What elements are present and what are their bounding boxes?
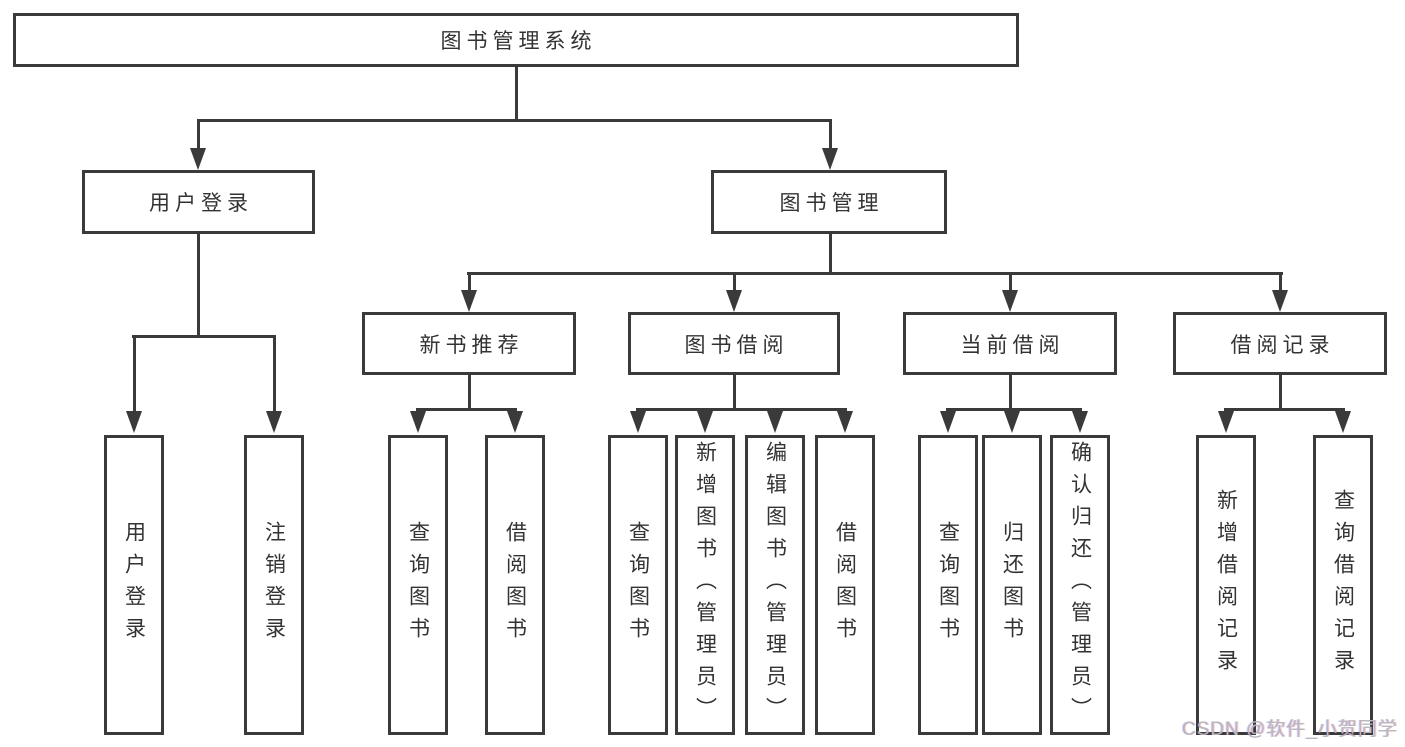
- node-current-borrow: 当前借阅: [903, 312, 1117, 375]
- arrowhead-icon: [837, 411, 853, 433]
- arrowhead-icon: [697, 411, 713, 433]
- leaf-logout: 注销登录: [244, 435, 304, 735]
- connector-line: [515, 67, 518, 122]
- leaf-borrow-books-recommend: 借阅图书: [485, 435, 545, 735]
- node-label: 用户登录: [149, 192, 253, 215]
- node-user-login-branch: 用户登录: [82, 170, 315, 234]
- node-root-label: 图书管理系统: [440, 30, 597, 53]
- node-label: 图书借阅: [684, 333, 789, 357]
- leaf-label: 查询图书: [626, 521, 650, 649]
- connector-line: [1279, 375, 1282, 411]
- node-label: 图书管理: [779, 192, 884, 215]
- arrowhead-icon: [1002, 290, 1018, 312]
- connector-line: [467, 272, 1283, 275]
- node-label: 新书推荐: [419, 333, 524, 357]
- arrowhead-icon: [822, 148, 838, 170]
- connector-line: [197, 234, 200, 338]
- node-label: 借阅记录: [1230, 333, 1335, 357]
- connector-line: [829, 119, 832, 152]
- arrowhead-icon: [507, 411, 523, 433]
- leaf-label: 借阅图书: [833, 521, 857, 649]
- arrowhead-icon: [940, 411, 956, 433]
- connector-line: [636, 408, 847, 411]
- leaf-add-books-admin: 新增图书（管理员）: [675, 435, 735, 735]
- connector-line: [1279, 272, 1282, 294]
- leaf-label: 查询图书: [406, 521, 430, 649]
- leaf-label: 新增借阅记录: [1214, 489, 1238, 681]
- connector-line: [733, 272, 736, 294]
- leaf-return-books: 归还图书: [982, 435, 1042, 735]
- leaf-user-login: 用户登录: [104, 435, 164, 735]
- leaf-query-books-borrow: 查询图书: [608, 435, 668, 735]
- arrowhead-icon: [1335, 411, 1351, 433]
- connector-line: [1224, 408, 1345, 411]
- node-book-borrow: 图书借阅: [628, 312, 840, 375]
- arrowhead-icon: [461, 290, 477, 312]
- connector-line: [829, 234, 832, 275]
- leaf-label: 查询图书: [936, 521, 960, 649]
- connector-line: [468, 272, 471, 294]
- leaf-label: 借阅图书: [503, 521, 527, 649]
- connector-line: [273, 335, 276, 413]
- arrowhead-icon: [630, 411, 646, 433]
- leaf-edit-books-admin: 编辑图书（管理员）: [745, 435, 805, 735]
- arrowhead-icon: [1072, 411, 1088, 433]
- leaf-label: 归还图书: [1000, 521, 1024, 649]
- leaf-query-books-recommend: 查询图书: [388, 435, 448, 735]
- connector-line: [132, 335, 276, 338]
- leaf-label: 确认归还（管理员）: [1068, 441, 1092, 729]
- arrowhead-icon: [1004, 411, 1020, 433]
- connector-line: [1009, 375, 1012, 411]
- connector-line: [133, 335, 136, 413]
- arrowhead-icon: [126, 411, 142, 433]
- leaf-query-books-current: 查询图书: [918, 435, 978, 735]
- connector-line: [1009, 272, 1012, 294]
- connector-line: [946, 408, 1082, 411]
- node-new-book-recommend: 新书推荐: [362, 312, 576, 375]
- arrowhead-icon: [1218, 411, 1234, 433]
- arrowhead-icon: [190, 148, 206, 170]
- node-root: 图书管理系统: [13, 13, 1019, 67]
- connector-line: [416, 408, 517, 411]
- connector-line: [197, 119, 200, 152]
- leaf-confirm-return-admin: 确认归还（管理员）: [1050, 435, 1110, 735]
- arrowhead-icon: [767, 411, 783, 433]
- connector-line: [733, 375, 736, 411]
- node-book-management-branch: 图书管理: [711, 170, 947, 234]
- arrowhead-icon: [266, 411, 282, 433]
- node-label: 当前借阅: [960, 333, 1065, 357]
- leaf-query-borrow-record: 查询借阅记录: [1313, 435, 1373, 735]
- leaf-label: 编辑图书（管理员）: [763, 441, 787, 729]
- node-borrow-records: 借阅记录: [1173, 312, 1387, 375]
- connector-line: [197, 119, 831, 122]
- arrowhead-icon: [726, 290, 742, 312]
- leaf-borrow-books: 借阅图书: [815, 435, 875, 735]
- leaf-add-borrow-record: 新增借阅记录: [1196, 435, 1256, 735]
- arrowhead-icon: [410, 411, 426, 433]
- leaf-label: 注销登录: [262, 521, 286, 649]
- connector-line: [468, 375, 471, 411]
- arrowhead-icon: [1272, 290, 1288, 312]
- csdn-watermark: CSDN @软件_小贺同学: [1182, 719, 1398, 740]
- leaf-label: 新增图书（管理员）: [693, 441, 717, 729]
- leaf-label: 用户登录: [122, 521, 146, 649]
- leaf-label: 查询借阅记录: [1331, 489, 1355, 681]
